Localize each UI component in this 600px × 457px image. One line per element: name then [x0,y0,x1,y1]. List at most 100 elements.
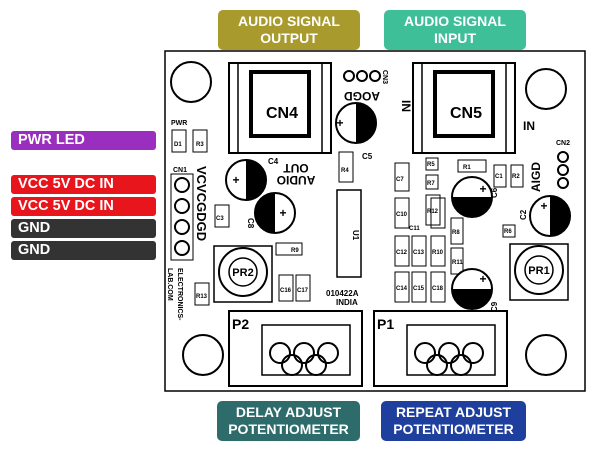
c7-label: C7 [396,177,404,183]
pr1-label: PR1 [528,265,549,277]
c4-label: C4 [268,157,279,166]
c4-capacitor: + C4 [225,157,279,201]
out-label: OUT [283,161,309,175]
r12-label: R12 [427,209,439,215]
c17-label: C17 [297,288,309,294]
r10-label: R10 [432,250,444,256]
maker-line2: LAB.COM [166,268,173,301]
aogd-label: AOGD [344,89,380,103]
in-right-label: IN [523,119,535,133]
c6-label: C6 [490,187,499,198]
c1-label: C1 [495,174,503,180]
c9-label: C9 [490,301,499,312]
r6-footprint [502,224,516,238]
audio-output-callout-line2: OUTPUT [260,30,318,46]
mount-hole-bl [182,334,224,376]
c12-label: C12 [396,250,408,256]
c5-capacitor: + C5 [335,102,377,161]
repeat-adjust-callout-line1: REPEAT ADJUST [395,404,512,420]
cn2-header: CN2 AIGD [529,140,570,192]
r2-label: R2 [512,174,520,180]
c2-capacitor: + C2 [519,195,571,237]
pwr-label: PWR [171,120,187,127]
in-left-label: IN [399,100,413,112]
r6-label: R6 [504,229,512,235]
audio-out-label: AUDIO [277,173,316,187]
cn1-label: CN1 [173,167,187,174]
p1-potentiometer: P1 [373,310,508,387]
svg-text:+: + [479,272,486,286]
r3-label: R3 [196,142,204,148]
c9-capacitor: + C9 [451,268,499,312]
aigd-label: AIGD [529,162,543,192]
c14-label: C14 [396,286,408,292]
c13-label: C13 [413,250,425,256]
c13-footprint [411,235,427,267]
cn5-jack: CN5 [412,62,516,154]
audio-input-callout: AUDIO SIGNAL INPUT [384,10,526,50]
c18-label: C18 [432,286,444,292]
r7-footprint [425,174,439,190]
audio-input-callout-line2: INPUT [434,30,476,46]
u1-label: U1 [351,230,360,241]
c15-footprint [411,271,427,303]
cn3-header: CN3 AOGD [343,70,388,103]
board-origin: INDIA [336,298,358,307]
r11-label: R11 [452,260,463,266]
mount-hole-br [525,334,567,376]
delay-adjust-callout: DELAY ADJUST POTENTIOMETER [217,401,360,441]
r8-footprint [450,217,464,245]
p1-label: P1 [377,316,394,332]
r5-footprint [425,157,439,171]
svg-text:+: + [232,173,239,187]
u1-chip [336,189,362,278]
cn3-label: CN3 [381,70,388,84]
c11-footprint [430,197,446,229]
vcc-in-label-2: VCC 5V DC IN [11,197,156,216]
svg-text:+: + [479,182,486,196]
cn5-label: CN5 [450,105,482,122]
r4-label: R4 [341,168,349,174]
c2-label: C2 [519,209,528,220]
cn4-jack: CN4 [228,62,332,154]
c5-label: C5 [362,152,373,161]
c8-capacitor: + C8 [246,192,296,234]
audio-output-callout: AUDIO SIGNAL OUTPUT [218,10,360,50]
cn2-label: CN2 [556,140,570,147]
cn1-header: CN1 VCVCGDGD [170,166,209,261]
r9-footprint [275,242,303,256]
mount-hole-tl [170,61,212,103]
c16-label: C16 [280,288,292,294]
d1-footprint [171,129,187,153]
r12-footprint [425,194,441,226]
delay-adjust-callout-line2: POTENTIOMETER [228,421,349,437]
maker-line1: ELECTRONICS- [176,268,183,321]
c6-capacitor: + C6 [451,176,499,218]
r13-label: R13 [196,294,208,300]
c11-label: C11 [409,226,420,232]
c18-footprint [430,271,446,303]
r4-footprint [338,151,354,183]
vcc-in-label-1: VCC 5V DC IN [11,175,156,194]
c7-footprint [394,162,410,192]
r11-footprint [450,247,464,275]
r1-footprint [457,159,487,173]
svg-text:+: + [336,116,343,130]
svg-text:+: + [279,206,286,220]
d1-label: D1 [174,142,182,148]
r8-label: R8 [452,230,460,236]
c8-label: C8 [246,218,255,229]
pr2-potentiometer: PR2 [213,245,273,303]
audio-output-callout-line1: AUDIO SIGNAL [238,13,340,29]
c17-footprint [295,274,311,302]
c3-label: C3 [216,216,224,222]
pr2-label: PR2 [232,267,253,279]
c10-footprint [394,197,410,229]
c12-footprint [394,235,410,267]
r5-label: R5 [427,162,435,168]
c14-footprint [394,271,410,303]
board-code: 010422A [326,289,359,298]
c10-label: C10 [396,212,408,218]
repeat-adjust-callout: REPEAT ADJUST POTENTIOMETER [381,401,526,441]
